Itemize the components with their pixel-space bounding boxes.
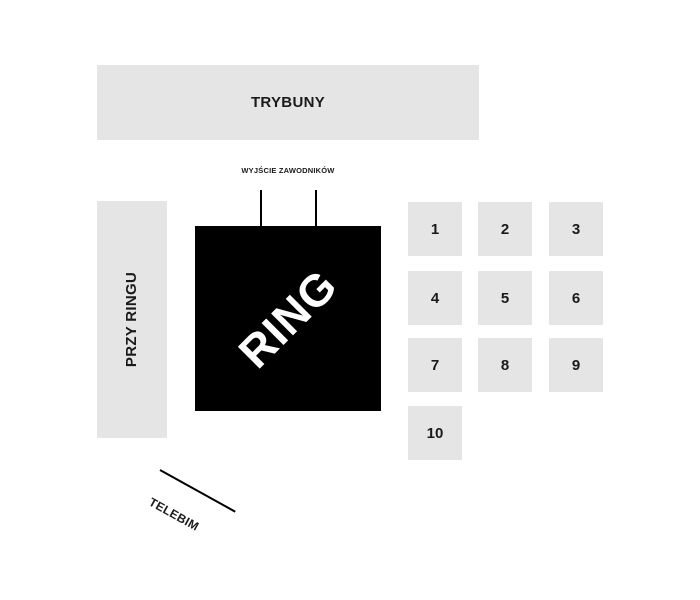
table-5[interactable]: 5: [478, 271, 532, 325]
table-3[interactable]: 3: [549, 202, 603, 256]
table-10[interactable]: 10: [408, 406, 462, 460]
fighters-exit-label: WYJŚCIE ZAWODNIKÓW: [241, 166, 335, 175]
table-8[interactable]: 8: [478, 338, 532, 392]
ringside-label: PRZY RINGU: [123, 271, 141, 368]
table-2[interactable]: 2: [478, 202, 532, 256]
table-7[interactable]: 7: [408, 338, 462, 392]
screen-label: TELEBIM: [146, 494, 202, 534]
fighters-exit-line-left: [260, 190, 262, 227]
table-9[interactable]: 9: [549, 338, 603, 392]
ring-label: RING: [228, 258, 347, 378]
table-4[interactable]: 4: [408, 271, 462, 325]
table-6[interactable]: 6: [549, 271, 603, 325]
table-1[interactable]: 1: [408, 202, 462, 256]
ring: RING: [195, 226, 381, 411]
ringside-zone[interactable]: PRZY RINGU: [97, 201, 167, 438]
stands-zone[interactable]: TRYBUNY: [97, 65, 479, 140]
fighters-exit-line-right: [315, 190, 317, 227]
stands-label: TRYBUNY: [250, 94, 326, 111]
